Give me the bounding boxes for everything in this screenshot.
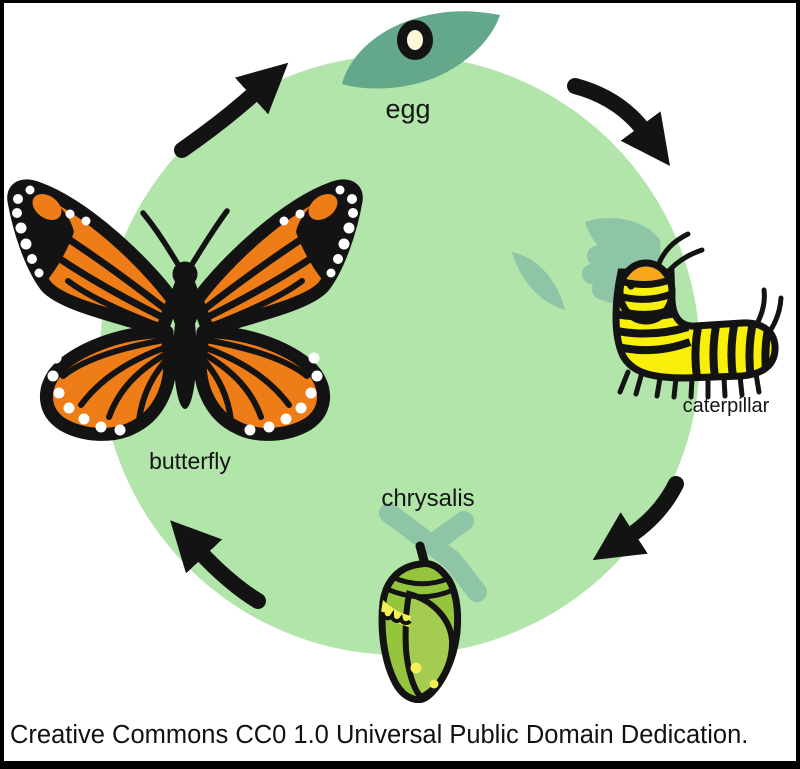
butterfly-antennae	[140, 208, 230, 269]
chrysalis-dots	[410, 662, 439, 689]
caterpillar-legs	[617, 369, 762, 400]
egg-label: egg	[385, 94, 430, 124]
chrysalis-scallops	[380, 609, 412, 626]
butterfly-label: butterfly	[149, 448, 231, 474]
chrysalis-illustration	[378, 503, 487, 703]
arrow-chrysalis-to-butterfly-icon	[170, 520, 266, 609]
egg-shape	[397, 20, 433, 60]
arrow-caterpillar-to-chrysalis-icon	[592, 476, 684, 561]
butterfly-illustration	[12, 186, 358, 436]
caterpillar-head-outline	[616, 259, 676, 325]
chrysalis-ridges	[385, 574, 455, 600]
license-caption: Creative Commons CC0 1.0 Universal Publi…	[10, 721, 749, 749]
arrow-egg-to-caterpillar-icon	[567, 78, 670, 166]
egg-illustration	[342, 11, 500, 89]
caterpillar-label: caterpillar	[683, 395, 770, 417]
chrysalis-label: chrysalis	[381, 485, 474, 512]
life-cycle-diagram: egg caterpillar chrysalis butterfly	[4, 11, 784, 703]
cycle-background-circle	[100, 55, 700, 655]
cycle-arrows	[170, 62, 684, 609]
small-leaf	[512, 252, 565, 310]
caterpillar-illustration	[612, 231, 784, 400]
chrysalis-branch	[379, 503, 487, 602]
arrow-butterfly-to-egg-icon	[174, 62, 289, 158]
caterpillar-eye	[627, 282, 635, 290]
